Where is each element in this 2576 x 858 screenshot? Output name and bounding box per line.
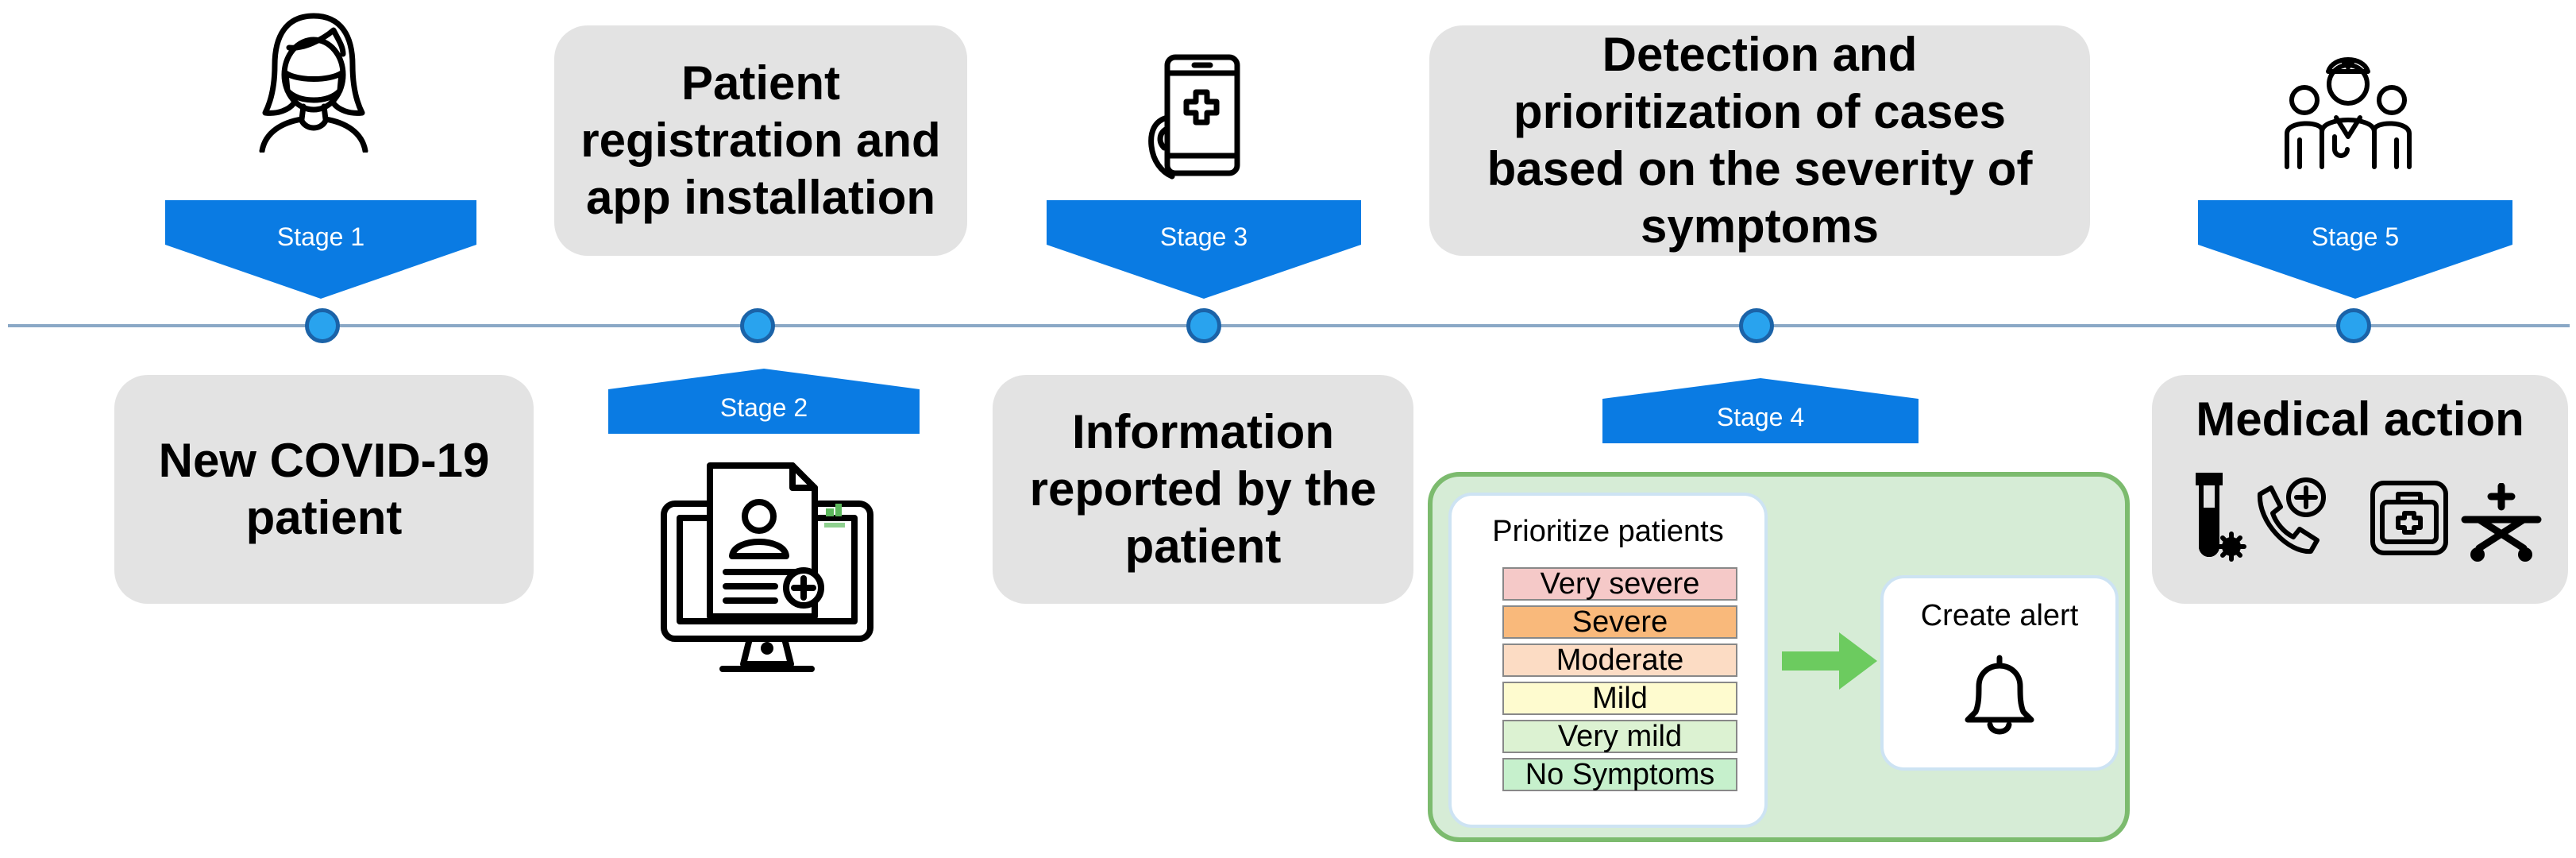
severity-level: No Symptoms bbox=[1502, 758, 1737, 791]
severity-level: Mild bbox=[1502, 682, 1737, 715]
stage-2-box: Patient registration and app installatio… bbox=[554, 25, 967, 256]
stage-4-label: Stage 4 bbox=[1716, 402, 1805, 431]
create-alert-card: Create alert bbox=[1880, 575, 2119, 771]
test-tube-virus-icon bbox=[2192, 470, 2247, 570]
timeline-dot-stage-3 bbox=[1186, 308, 1221, 343]
stage-4-text: Detection and prioritization of cases ba… bbox=[1487, 28, 2033, 253]
stage-4-box: Detection and prioritization of cases ba… bbox=[1429, 25, 2090, 256]
stage-2-label: Stage 2 bbox=[719, 392, 808, 422]
stretcher-icon bbox=[2460, 482, 2543, 570]
timeline-dot-stage-1 bbox=[305, 308, 340, 343]
phone-medical-icon bbox=[2249, 473, 2328, 565]
prioritize-title: Prioritize patients bbox=[1492, 515, 1724, 548]
timeline-dot-stage-2 bbox=[740, 308, 775, 343]
stage-3-box: Information reported by the patient bbox=[993, 375, 1413, 604]
woman-with-mask-icon bbox=[254, 10, 373, 157]
stage-4-banner: Stage 4 bbox=[1602, 378, 1919, 443]
stage-3-banner: Stage 3 bbox=[1047, 200, 1361, 299]
severity-level: Severe bbox=[1502, 605, 1737, 639]
stage-1-banner: Stage 1 bbox=[165, 200, 476, 299]
medical-kit-icon bbox=[2368, 478, 2451, 562]
arrow-right-icon bbox=[1782, 632, 1877, 694]
bell-icon bbox=[1960, 651, 2039, 743]
stage-5-banner: Stage 5 bbox=[2198, 200, 2512, 299]
smartphone-medical-icon bbox=[1143, 52, 1242, 184]
stage-2-text: Patient registration and app installatio… bbox=[580, 56, 941, 224]
create-alert-title: Create alert bbox=[1920, 599, 2079, 632]
timeline-dot-stage-5 bbox=[2336, 308, 2371, 343]
timeline-line bbox=[8, 324, 2570, 327]
stage-1-label: Stage 1 bbox=[276, 222, 365, 251]
stage-3-text: Information reported by the patient bbox=[1029, 405, 1377, 573]
timeline-dot-stage-4 bbox=[1739, 308, 1774, 343]
stage-1-box: New COVID-19 patient bbox=[114, 375, 534, 604]
stage-5-label: Stage 5 bbox=[2311, 222, 2400, 251]
severity-level: Very mild bbox=[1502, 720, 1737, 753]
stage-1-text: New COVID-19 patient bbox=[158, 434, 490, 544]
severity-level: Very severe bbox=[1502, 567, 1737, 601]
stage-3-label: Stage 3 bbox=[1159, 222, 1248, 251]
stage-5-text: Medical action bbox=[2196, 392, 2524, 446]
computer-registration-icon bbox=[656, 461, 878, 684]
stage-2-banner: Stage 2 bbox=[608, 369, 920, 434]
stage-5-box: Medical action bbox=[2152, 375, 2568, 604]
medical-staff-icon bbox=[2281, 48, 2416, 179]
severity-level: Moderate bbox=[1502, 644, 1737, 677]
